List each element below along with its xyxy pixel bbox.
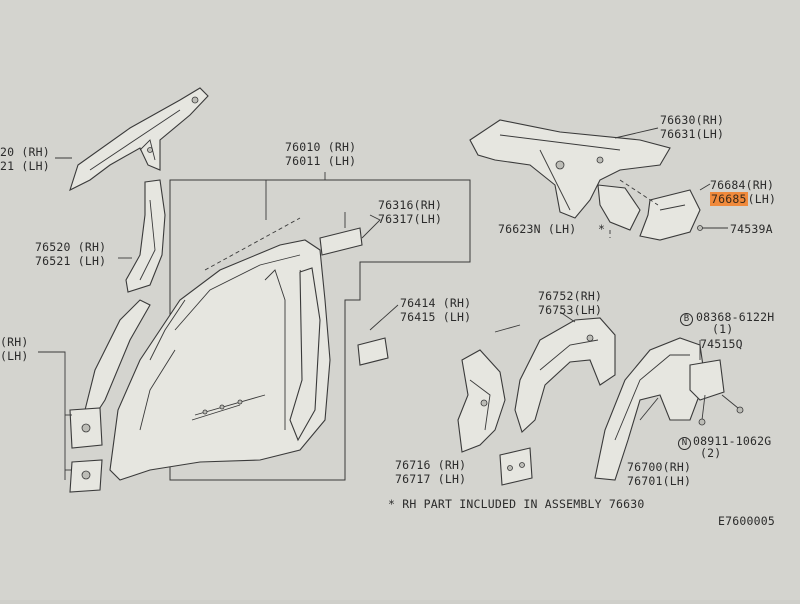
label-76521: 76521 (LH) <box>35 254 107 268</box>
label-08911-mark: N <box>678 434 691 450</box>
label-20-rh: 20 (RH) <box>0 145 50 159</box>
label-08368: 08368-6122H <box>696 310 775 324</box>
part-76520 <box>118 179 166 293</box>
nut-mark-n: N <box>678 437 691 450</box>
label-76520: 76520 (RH) <box>35 240 107 254</box>
label-76623n: 76623N (LH) <box>498 222 577 236</box>
label-76752: 76752(RH) <box>538 289 603 303</box>
label-76011: 76011 (LH) <box>285 154 357 168</box>
bolt-mark-b: B <box>680 313 693 326</box>
label-76631: 76631(LH) <box>660 127 725 141</box>
part-76684 <box>619 179 728 241</box>
label-lh: (LH) <box>0 349 29 363</box>
label-08911-qty: (2) <box>700 446 722 460</box>
label-76717: 76717 (LH) <box>395 472 467 486</box>
label-76414: 76414 (RH) <box>400 296 472 310</box>
highlighted-part-number: 76685 <box>710 192 748 206</box>
diagram-code: E7600005 <box>718 514 775 528</box>
label-76317: 76317(LH) <box>378 212 443 226</box>
label-76685: 76685(LH) <box>710 192 776 206</box>
part-76630-rear-member <box>469 119 671 219</box>
label-76010: 76010 (RH) <box>285 140 357 154</box>
part-76700 <box>594 337 706 481</box>
part-76752 <box>514 311 616 433</box>
label-76415: 76415 (LH) <box>400 310 472 324</box>
label-21-lh: 21 (LH) <box>0 159 50 173</box>
label-76701: 76701(LH) <box>627 474 692 488</box>
footnote: * RH PART INCLUDED IN ASSEMBLY 76630 <box>388 497 645 511</box>
label-76753: 76753(LH) <box>538 303 603 317</box>
label-74539a: 74539A <box>730 222 773 236</box>
part-76716 <box>457 324 533 486</box>
part-76623n <box>597 184 641 238</box>
part-74515q <box>689 340 744 426</box>
label-08368-mark: B <box>680 310 693 326</box>
label-rh: (RH) <box>0 335 29 349</box>
label-08911: 08911-1062G <box>693 434 772 448</box>
part-76316 <box>319 212 381 256</box>
part-roof-rail <box>55 87 209 192</box>
label-76716: 76716 (RH) <box>395 458 467 472</box>
label-star-marker: * <box>598 222 606 236</box>
label-76684: 76684(RH) <box>710 178 775 192</box>
part-76414 <box>357 304 399 366</box>
label-76316: 76316(RH) <box>378 198 443 212</box>
label-76700: 76700(RH) <box>627 460 692 474</box>
label-08368-qty: (1) <box>712 322 734 336</box>
label-76685-side: (LH) <box>747 192 777 206</box>
part-lower-left-brackets <box>38 299 151 493</box>
label-76630: 76630(RH) <box>660 113 725 127</box>
label-74515q: 74515Q <box>700 337 743 351</box>
part-76010-body-side <box>109 172 471 481</box>
